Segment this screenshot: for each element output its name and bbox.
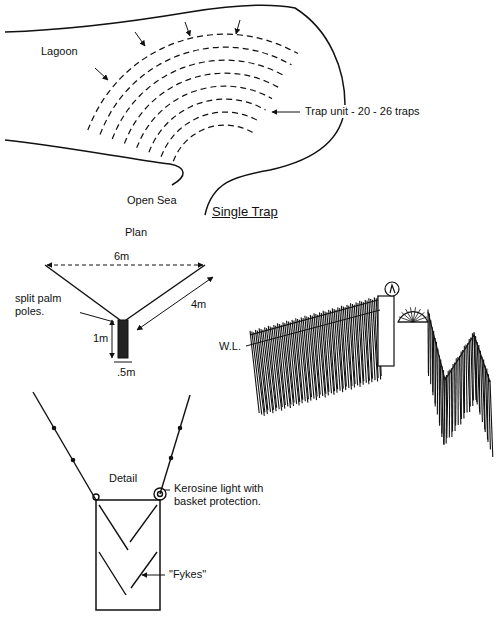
- lower-shore: [5, 140, 183, 185]
- palm-pole: [452, 364, 454, 432]
- palm-pole-fence: [33, 392, 96, 500]
- dimension-line: [114, 362, 132, 363]
- callout-label: Trap unit - 20 - 26 traps: [304, 105, 421, 118]
- water-line-label: W.L.: [218, 340, 242, 353]
- palm-pole: [472, 333, 473, 400]
- region-label: Lagoon: [40, 45, 79, 58]
- palm-pole: [444, 376, 445, 444]
- dimension-label: 6m: [113, 250, 130, 263]
- pole-mark: [169, 456, 172, 459]
- palm-pole-fence: [126, 265, 205, 320]
- fence-panel: [428, 310, 445, 445]
- trap-arc: [124, 73, 278, 143]
- kerosine-light: [385, 282, 399, 296]
- arrow: [95, 68, 108, 80]
- dimension-label: 1m: [92, 332, 109, 345]
- upper-shore: [5, 5, 345, 215]
- pole-mark: [93, 494, 99, 500]
- fence-panel: [444, 332, 476, 444]
- kerosine-light: [158, 492, 163, 497]
- trap-perspective: [246, 282, 428, 366]
- palm-pole: [444, 377, 445, 445]
- fyke: [99, 505, 157, 550]
- dimension-label: 4m: [190, 298, 207, 311]
- pole-mark: [52, 426, 55, 429]
- arrow: [135, 32, 145, 46]
- pole-mark: [178, 426, 181, 429]
- palm-pole: [440, 359, 441, 425]
- view-heading: Plan: [124, 226, 148, 239]
- lamp-flame: [390, 285, 395, 293]
- palm-pole: [463, 350, 464, 418]
- trap-box: [118, 320, 128, 358]
- palm-pole: [466, 345, 467, 413]
- basket-rib: [413, 322, 428, 323]
- pole-mark: [71, 458, 74, 461]
- coastline: [5, 5, 345, 215]
- fyke: [99, 552, 157, 595]
- current-arrows: [95, 20, 300, 112]
- palm-pole: [369, 298, 373, 378]
- detail-view: [33, 392, 190, 610]
- basket-rib: [413, 307, 416, 322]
- trap-arc: [88, 34, 298, 130]
- palm-pole: [430, 320, 431, 384]
- palm-pole: [464, 346, 465, 413]
- leader-line: [78, 312, 114, 322]
- water-line: [246, 310, 380, 346]
- fence-panel: [474, 333, 493, 457]
- trap-arc: [100, 47, 291, 134]
- palm-pole-fence: [160, 395, 190, 494]
- trap-box: [378, 296, 394, 366]
- palm-pole: [487, 368, 488, 442]
- fence-perspective: [250, 296, 493, 457]
- palm-pole: [442, 370, 444, 437]
- region-label: Open Sea: [126, 194, 178, 207]
- palm-pole: [428, 313, 430, 376]
- palm-pole: [447, 371, 448, 438]
- basket-rib: [398, 322, 413, 323]
- callout-label: split palm poles.: [14, 292, 80, 317]
- arrow: [185, 22, 190, 36]
- palm-pole: [455, 358, 457, 425]
- leader-line: [164, 490, 170, 491]
- palm-pole: [457, 357, 458, 425]
- callout-label: "Fykes": [168, 568, 207, 581]
- trap-arc: [137, 86, 272, 148]
- dimension-line: [137, 277, 213, 330]
- basket-rib: [402, 312, 413, 322]
- palm-pole: [469, 339, 470, 407]
- basket-rib: [399, 317, 413, 322]
- fence-panel: [250, 296, 381, 416]
- trap-arc: [112, 60, 285, 139]
- palm-pole: [432, 331, 434, 395]
- trap-box: [96, 500, 160, 610]
- palm-pole: [449, 370, 451, 438]
- palm-pole: [479, 345, 480, 415]
- callout-label: Kerosine light with basket protection.: [173, 482, 287, 507]
- trap-arc: [173, 125, 252, 161]
- leader-line: [142, 575, 165, 576]
- palm-pole: [437, 349, 439, 415]
- dimension-label: .5m: [116, 366, 136, 379]
- arrow: [236, 20, 240, 34]
- palm-pole: [490, 380, 493, 457]
- leader-line: [272, 112, 300, 113]
- dimension-line: [112, 320, 113, 358]
- trap-arc: [161, 112, 259, 157]
- dimension-line: [47, 265, 203, 266]
- basket-weave: [398, 307, 428, 322]
- view-heading: Detail: [108, 472, 138, 485]
- section-title: Single Trap: [212, 204, 278, 219]
- palm-pole: [460, 356, 461, 425]
- palm-pole: [461, 351, 462, 419]
- palm-pole: [435, 342, 436, 407]
- trap-arcs: [88, 34, 298, 161]
